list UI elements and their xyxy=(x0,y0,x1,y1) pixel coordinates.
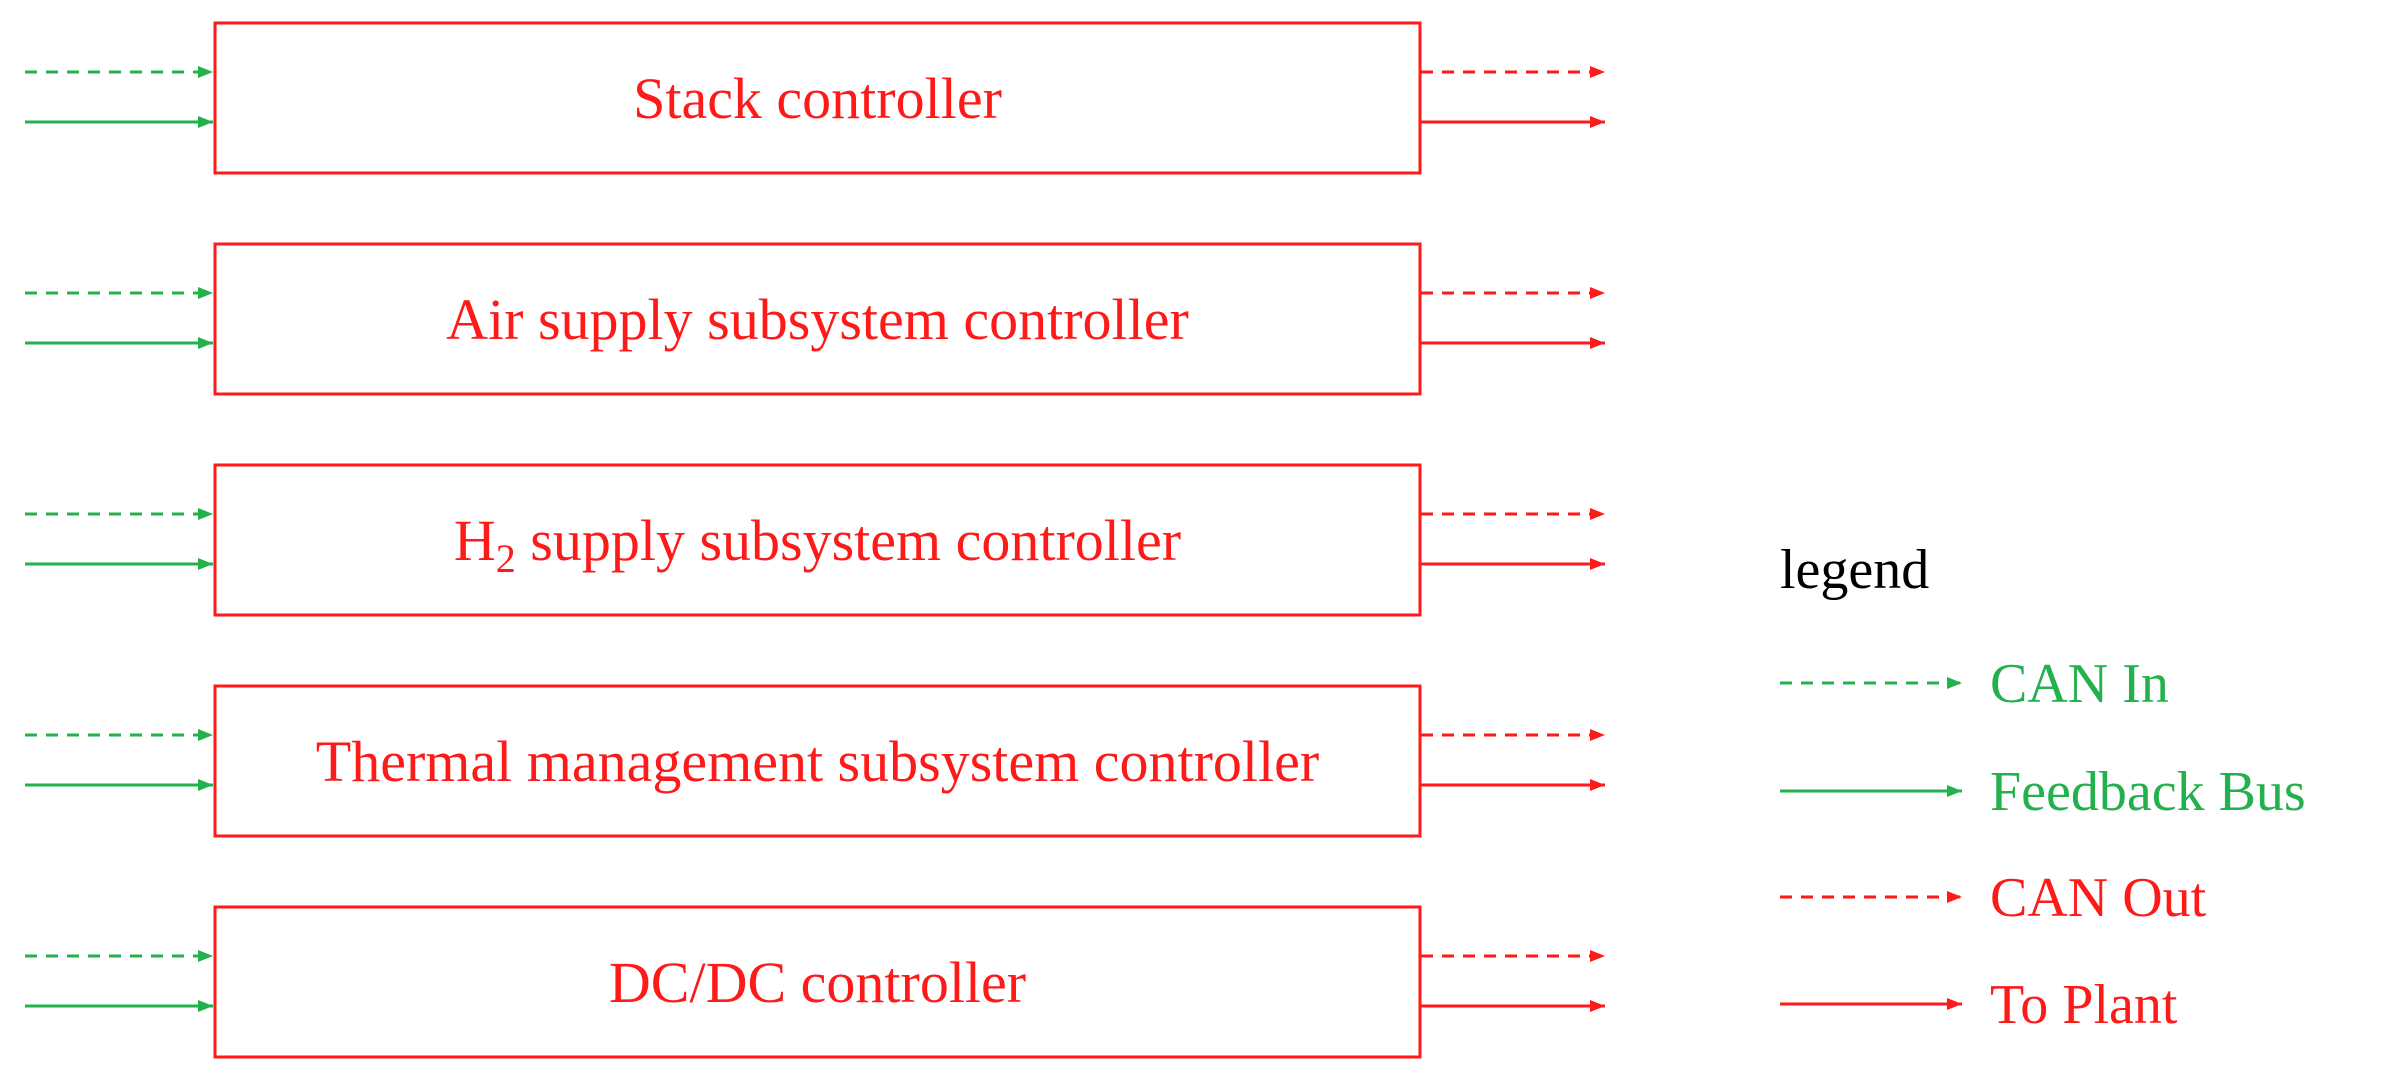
legend-title: legend xyxy=(1780,539,1929,601)
controller-label-text: DC/DC controller xyxy=(609,950,1026,1015)
controller-label-text: Stack controller xyxy=(633,66,1002,131)
controller-box xyxy=(213,684,1422,838)
controller-block: Thermal management subsystem controller xyxy=(25,684,1605,838)
legend-item: To Plant xyxy=(1780,974,2178,1036)
legend-item: Feedback Bus xyxy=(1780,761,2306,823)
controller-label-text: Air supply subsystem controller xyxy=(446,287,1189,352)
controller-label: H2 supply subsystem controller xyxy=(454,508,1181,581)
controller-box xyxy=(213,242,1422,396)
controller-label-text: supply subsystem controller xyxy=(516,508,1181,573)
legend-item-label: CAN In xyxy=(1990,653,2169,715)
controller-label: Air supply subsystem controller xyxy=(446,287,1189,352)
controller-block: DC/DC controller xyxy=(25,905,1605,1059)
controller-block: Stack controller xyxy=(25,21,1605,175)
controller-block: Air supply subsystem controller xyxy=(25,242,1605,396)
legend-item: CAN In xyxy=(1780,653,2169,715)
controller-block: H2 supply subsystem controller xyxy=(25,463,1605,617)
legend-item: CAN Out xyxy=(1780,867,2207,929)
controller-label: Thermal management subsystem controller xyxy=(316,729,1319,794)
controller-label: DC/DC controller xyxy=(609,950,1026,1015)
controller-box xyxy=(213,463,1422,617)
legend-item-label: CAN Out xyxy=(1990,867,2207,929)
controller-label-subscript: 2 xyxy=(496,536,516,581)
controller-label-text: H xyxy=(454,508,496,573)
controller-label: Stack controller xyxy=(633,66,1002,131)
controller-box xyxy=(213,905,1422,1059)
controller-label-text: Thermal management subsystem controller xyxy=(316,729,1319,794)
controller-box xyxy=(213,21,1422,175)
legend-item-label: Feedback Bus xyxy=(1990,761,2306,823)
legend-item-label: To Plant xyxy=(1990,974,2178,1036)
